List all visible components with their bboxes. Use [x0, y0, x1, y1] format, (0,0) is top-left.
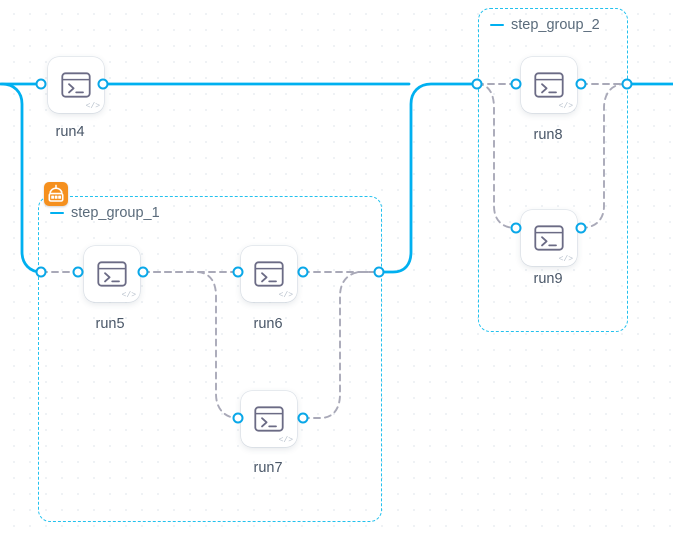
group-badge-step_group_1[interactable]	[44, 182, 68, 206]
code-badge-icon: </>	[558, 102, 573, 111]
port-run7-in[interactable]	[232, 412, 244, 424]
terminal-icon	[97, 261, 127, 287]
code-badge-icon: </>	[278, 291, 293, 300]
port-group2-in[interactable]	[471, 78, 483, 90]
port-run9-in[interactable]	[510, 222, 522, 234]
terminal-icon	[534, 72, 564, 98]
port-run6-out[interactable]	[297, 266, 309, 278]
terminal-icon	[534, 225, 564, 251]
minus-icon[interactable]	[490, 23, 504, 27]
port-group1-in[interactable]	[35, 266, 47, 278]
port-run5-out[interactable]	[137, 266, 149, 278]
code-badge-icon: </>	[85, 102, 100, 111]
port-run8-out[interactable]	[575, 78, 587, 90]
robot-badge-icon	[48, 184, 64, 202]
group-header-step_group_2[interactable]: step_group_2	[486, 17, 604, 33]
terminal-icon	[254, 406, 284, 432]
code-badge-icon: </>	[121, 291, 136, 300]
node-label-run5: run5	[95, 316, 125, 332]
node-label-run7: run7	[253, 460, 283, 476]
group-header-step_group_1[interactable]: step_group_1	[46, 205, 164, 221]
port-run8-in[interactable]	[510, 78, 522, 90]
port-group1-out[interactable]	[373, 266, 385, 278]
node-run4[interactable]: </>	[48, 57, 104, 113]
group-frame-step_group_1[interactable]	[38, 196, 382, 522]
node-label-run6: run6	[253, 316, 283, 332]
node-run9[interactable]: </>	[521, 210, 577, 266]
node-label-run4: run4	[55, 124, 85, 140]
node-label-run9: run9	[533, 271, 563, 287]
port-run9-out[interactable]	[575, 222, 587, 234]
code-badge-icon: </>	[278, 436, 293, 445]
terminal-icon	[254, 261, 284, 287]
node-run7[interactable]: </>	[241, 391, 297, 447]
group-label-text: step_group_2	[511, 17, 600, 33]
port-run4-in[interactable]	[35, 78, 47, 90]
node-run8[interactable]: </>	[521, 57, 577, 113]
group-label-text: step_group_1	[71, 205, 160, 221]
node-label-run8: run8	[533, 127, 563, 143]
code-badge-icon: </>	[558, 255, 573, 264]
port-run5-in[interactable]	[72, 266, 84, 278]
port-run7-out[interactable]	[297, 412, 309, 424]
minus-icon[interactable]	[50, 211, 64, 215]
port-run6-in[interactable]	[232, 266, 244, 278]
node-run6[interactable]: </>	[241, 246, 297, 302]
port-run4-out[interactable]	[97, 78, 109, 90]
terminal-icon	[61, 72, 91, 98]
node-run5[interactable]: </>	[84, 246, 140, 302]
port-group2-out[interactable]	[621, 78, 633, 90]
